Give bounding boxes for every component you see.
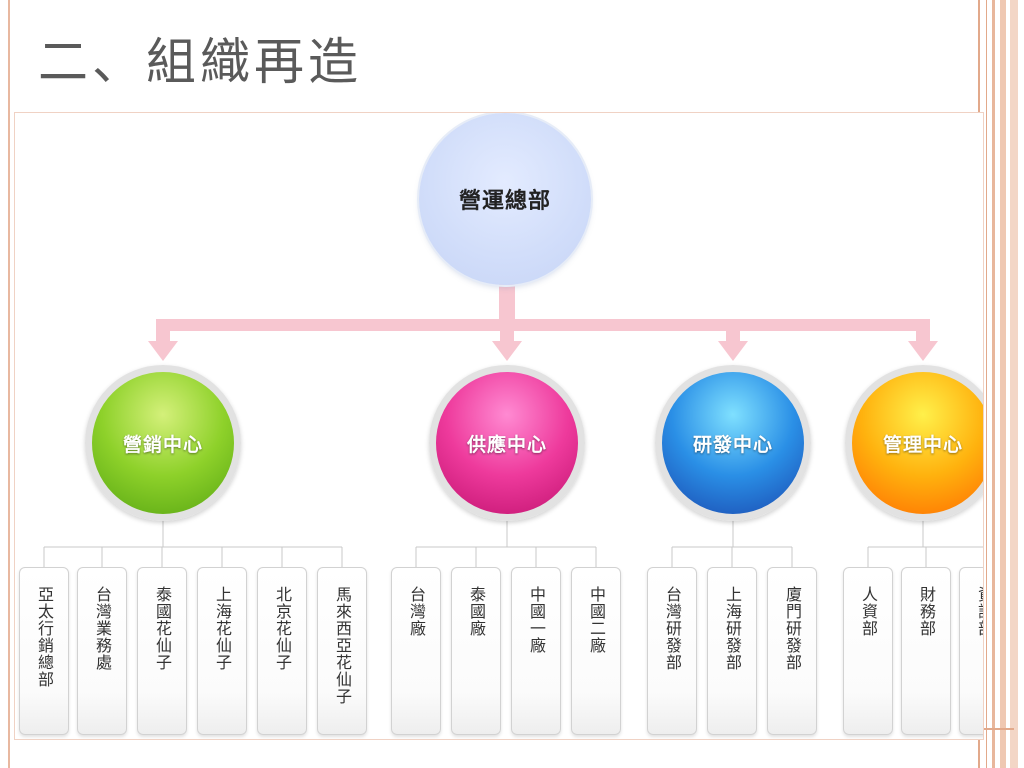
root-node: 營運總部 [419, 113, 591, 285]
unit-label: 台灣廠 [407, 586, 426, 637]
left-frame-rule [8, 0, 10, 768]
unit-label: 北京花仙子 [273, 586, 292, 671]
center-node-label: 營銷中心 [122, 433, 203, 456]
unit-box: 財務部 [901, 567, 951, 735]
unit-box: 馬來西亞花仙子 [317, 567, 367, 735]
unit-box: 中國二廠 [571, 567, 621, 735]
right-frame-rules [978, 0, 1024, 768]
center-node-label: 供應中心 [466, 433, 547, 456]
center-node-label: 管理中心 [882, 433, 963, 456]
unit-label: 上海花仙子 [213, 586, 232, 671]
branch-bar [156, 319, 930, 331]
unit-box: 北京花仙子 [257, 567, 307, 735]
branch-arrow [148, 341, 178, 361]
branch-connectors [148, 281, 938, 361]
branch-drop [726, 319, 740, 343]
unit-label: 人資部 [859, 586, 878, 637]
unit-label: 台灣業務處 [93, 586, 112, 671]
unit-box: 台灣研發部 [647, 567, 697, 735]
unit-label: 泰國廠 [467, 586, 486, 637]
center-node-label: 研發中心 [692, 433, 773, 456]
unit-box: 人資部 [843, 567, 893, 735]
unit-label: 馬來西亞花仙子 [333, 586, 352, 705]
org-connectors [43, 281, 983, 567]
unit-label: 中國二廠 [587, 586, 606, 654]
unit-connectors [43, 521, 983, 567]
org-chart: 營運總部 營銷中心 供應中心 研發中心 管理中心 亞太行銷總部 台灣業務處 泰國… [14, 112, 984, 740]
branch-arrow [718, 341, 748, 361]
unit-box: 中國一廠 [511, 567, 561, 735]
branch-drop [500, 319, 514, 343]
center-node-marketing: 營銷中心 [85, 365, 241, 521]
root-node-label: 營運總部 [458, 189, 551, 214]
unit-label: 台灣研發部 [663, 586, 682, 671]
center-node-management: 管理中心 [845, 365, 983, 521]
center-node-supply: 供應中心 [429, 365, 585, 521]
branch-arrow [492, 341, 522, 361]
unit-box: 泰國花仙子 [137, 567, 187, 735]
unit-box: 上海研發部 [707, 567, 757, 735]
unit-box: 廈門研發部 [767, 567, 817, 735]
unit-label: 資訊部 [975, 586, 984, 637]
unit-box: 資訊部 [959, 567, 984, 735]
unit-box: 亞太行銷總部 [19, 567, 69, 735]
slide-title: 二、組織再造 [38, 33, 362, 91]
center-node-rnd: 研發中心 [655, 365, 811, 521]
branch-drop [916, 319, 930, 343]
unit-box: 台灣廠 [391, 567, 441, 735]
unit-label: 中國一廠 [527, 586, 546, 654]
unit-label: 上海研發部 [723, 586, 742, 671]
root-stem [499, 281, 515, 331]
unit-box: 泰國廠 [451, 567, 501, 735]
branch-arrow [908, 341, 938, 361]
branch-drop [156, 319, 170, 343]
unit-label: 泰國花仙子 [153, 586, 172, 671]
unit-label: 廈門研發部 [783, 586, 802, 671]
unit-label: 財務部 [917, 586, 936, 637]
unit-box: 台灣業務處 [77, 567, 127, 735]
unit-label: 亞太行銷總部 [35, 586, 54, 688]
unit-box: 上海花仙子 [197, 567, 247, 735]
corner-decoration [978, 728, 1014, 768]
